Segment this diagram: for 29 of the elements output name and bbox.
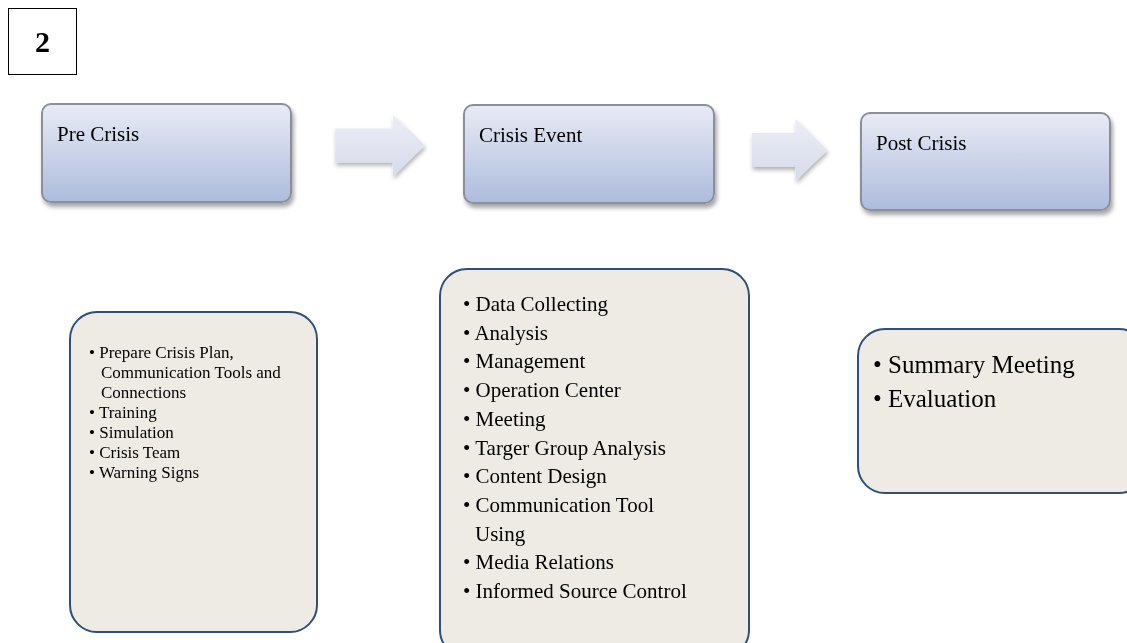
list-item: • Communication Tool Using (463, 491, 655, 548)
list-item: • Warning Signs (89, 463, 201, 483)
list-item: • Informed Source Control (463, 578, 688, 606)
list-item: • Media Relations (463, 549, 615, 577)
figure-number-box: 2 (8, 8, 77, 75)
list-item: • Analysis (463, 319, 549, 347)
list-item: • Operation Center (463, 377, 622, 405)
block-arrow (751, 119, 828, 181)
stage-box (463, 104, 715, 204)
task-list-card (439, 268, 750, 643)
list-item: • Content Design (463, 463, 608, 491)
list-item: • Summary Meeting (873, 350, 1076, 380)
stage-title: Pre Crisis (57, 121, 141, 148)
list-item: • Prepare Crisis Plan, Communication Tools and Connections (89, 343, 282, 403)
list-item: • Crisis Team (89, 443, 182, 463)
list-item: • Data Collecting (463, 291, 609, 318)
list-item: • Simulation (89, 423, 175, 443)
list-item: • Training (89, 403, 158, 423)
list-item: • Evaluation (873, 384, 998, 414)
task-list-card (69, 311, 318, 633)
stage-title: Crisis Event (479, 122, 584, 149)
stage-title: Post Crisis (876, 130, 968, 157)
stage-box (860, 112, 1111, 211)
stage-box (41, 103, 292, 203)
block-arrow (335, 114, 425, 177)
list-item: • Meeting (463, 405, 547, 433)
list-item: • Management (463, 348, 587, 376)
list-item: • Targer Group Analysis (463, 434, 667, 462)
task-list-card (857, 328, 1127, 494)
